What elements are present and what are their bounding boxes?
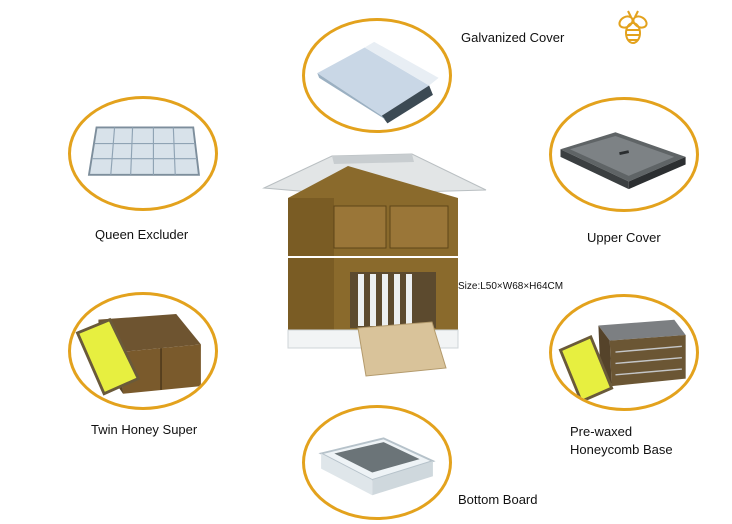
galvanized-cover-image <box>317 41 439 124</box>
bottom-board-label: Bottom Board <box>458 492 538 507</box>
galvanized-cover-oval <box>302 18 452 133</box>
queen-excluder-oval <box>68 96 218 211</box>
honeycomb-base-image <box>558 319 686 404</box>
honeycomb-base-label-line1: Pre-waxed <box>570 424 633 439</box>
bottom-board-oval <box>302 405 452 520</box>
size-label: Size:L50×W68×H64CM <box>458 281 564 292</box>
beehive-image <box>262 148 488 380</box>
galvanized-cover-label: Galvanized Cover <box>461 30 565 45</box>
bee-icon <box>618 10 648 44</box>
upper-cover-oval <box>549 97 699 212</box>
bee-logo <box>616 8 650 48</box>
twin-honey-super-label: Twin Honey Super <box>91 422 198 437</box>
upper-cover-label: Upper Cover <box>587 230 661 245</box>
twin-honey-super-image <box>75 313 201 396</box>
honeycomb-base-label: Pre-waxed Honeycomb Base <box>570 423 690 459</box>
honeycomb-base-oval <box>549 294 699 411</box>
queen-excluder-image <box>87 126 200 176</box>
upper-cover-image <box>560 132 686 190</box>
bottom-board-image <box>318 437 436 496</box>
twin-honey-super-oval <box>68 292 218 410</box>
honeycomb-base-label-line2: Honeycomb Base <box>570 442 673 457</box>
queen-excluder-label: Queen Excluder <box>95 227 189 242</box>
